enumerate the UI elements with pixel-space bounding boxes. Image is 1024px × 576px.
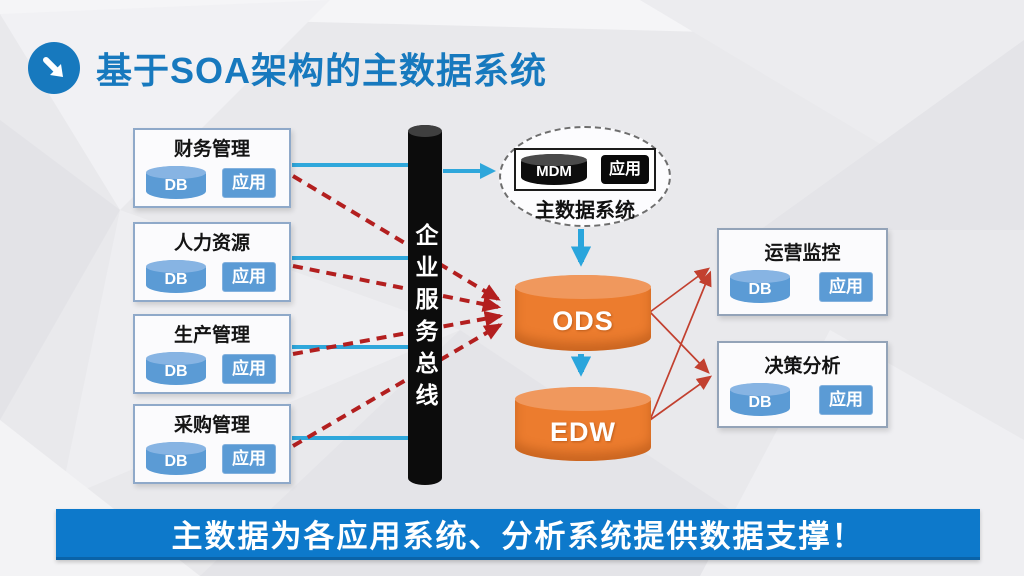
db-cylinder: DB [146,352,206,385]
mdm-ellipse: MDM 应用 主数据系统 [499,126,671,227]
app-chip: 应用 [222,168,276,198]
db-cylinder: DB [146,166,206,199]
esb-label: 企业服务总线 [412,223,438,415]
mdm-label: MDM [536,163,572,180]
system-box-decision-analysis: 决策分析 DB 应用 [717,341,888,428]
db-label: DB [164,271,188,288]
banner-text: 主数据为各应用系统、分析系统提供数据支撑！ [171,518,865,554]
system-box-title: 运营监控 [764,243,841,264]
db-label: DB [164,363,188,380]
system-box-operations-monitoring: 运营监控 DB 应用 [717,228,888,316]
db-label: DB [748,394,772,411]
db-label: DB [748,281,772,298]
edw-label: EDW [550,417,616,447]
mdm-cylinder: MDM [521,154,587,185]
system-box-title: 人力资源 [173,233,250,254]
system-box-title: 财务管理 [173,139,250,160]
app-chip: 应用 [222,444,276,474]
app-chip: 应用 [819,385,873,415]
esb-cylinder: 企业服务总线 [408,125,442,485]
mdm-rect: MDM 应用 [514,148,656,191]
page-title: 基于SOA架构的主数据系统 [96,50,548,91]
db-cylinder: DB [730,383,790,416]
ods-feed-arrows [291,174,504,448]
system-box-title: 决策分析 [764,356,841,377]
db-cylinder: DB [146,442,206,475]
system-box-hr: 人力资源 DB 应用 [133,222,291,302]
system-box-production: 生产管理 DB 应用 [133,314,291,394]
db-label: DB [164,453,188,470]
db-cylinder: DB [730,270,790,303]
ods-cylinder: ODS [515,275,651,351]
app-chip: 应用 [222,354,276,384]
system-box-title: 采购管理 [173,415,250,436]
edw-cylinder: EDW [515,387,651,461]
header: 基于SOA架构的主数据系统 [28,42,547,94]
mdm-caption: 主数据系统 [535,200,635,222]
app-chip: 应用 [819,272,873,302]
ods-label: ODS [552,306,614,336]
mdm-app-chip: 应用 [601,155,649,184]
bottom-banner: 主数据为各应用系统、分析系统提供数据支撑！ [56,509,980,560]
arrow-down-right-icon [28,42,80,94]
db-label: DB [164,177,188,194]
db-cylinder: DB [146,260,206,293]
esb-links [292,163,409,440]
app-chip: 应用 [222,262,276,292]
system-box-finance: 财务管理 DB 应用 [133,128,291,208]
consumer-arrows [649,267,713,421]
system-box-title: 生产管理 [173,325,250,346]
system-box-procurement: 采购管理 DB 应用 [133,404,291,484]
